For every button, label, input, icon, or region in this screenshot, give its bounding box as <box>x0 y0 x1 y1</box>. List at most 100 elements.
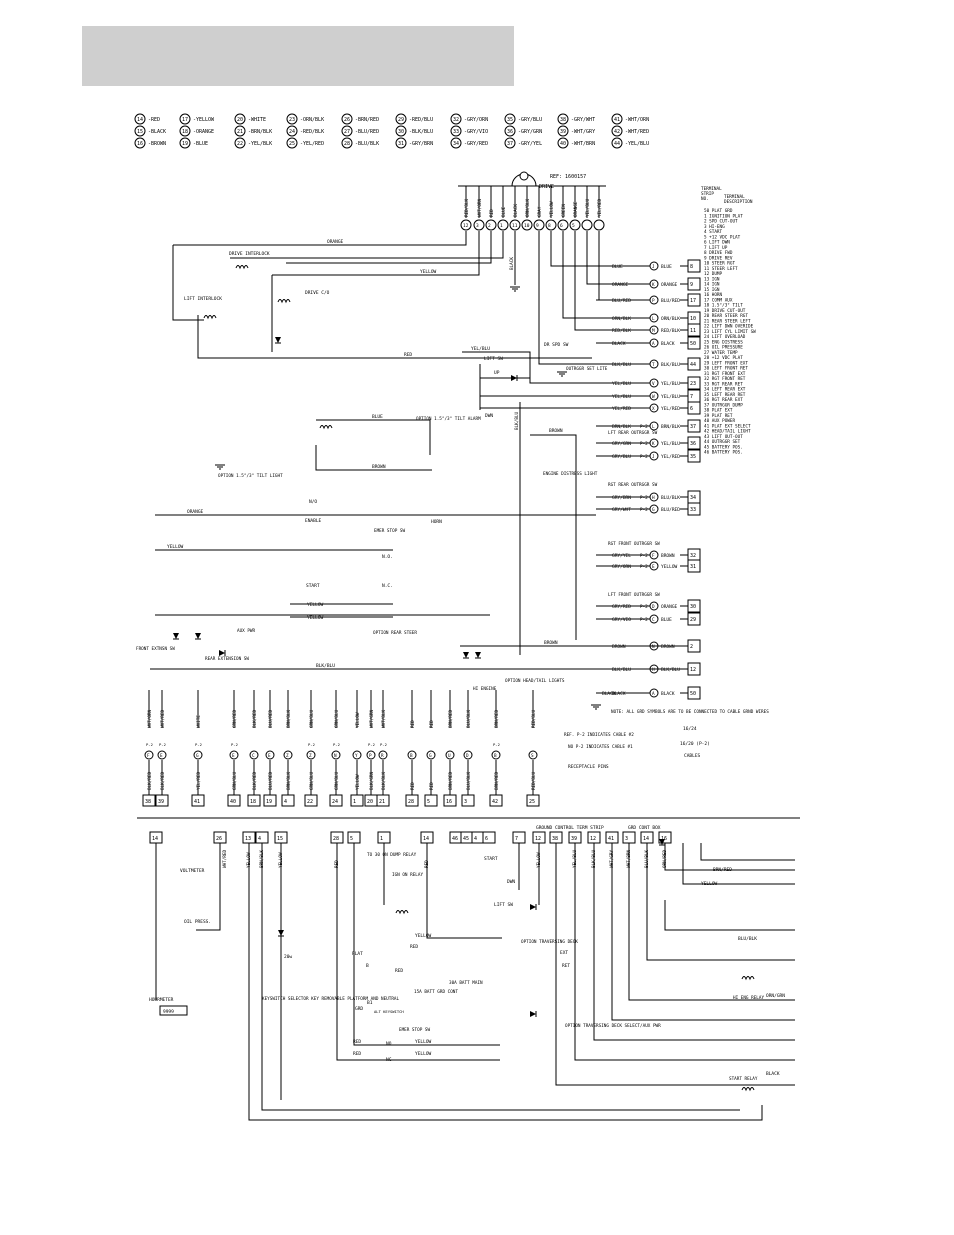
rt-term-number: 17 <box>690 298 696 304</box>
terminal-desc-item: 44 OUTRGGR SET <box>704 439 741 445</box>
drive-pin-wire-label: RED <box>489 209 495 217</box>
cable-p2: P-2 <box>308 742 315 747</box>
relay-coil <box>203 315 217 320</box>
wire-blkblu-label: BLK/BLU <box>316 663 335 669</box>
rt-term-number: 12 <box>690 667 696 673</box>
legend-color-name: -WHITE <box>248 117 266 123</box>
cable-wire2-label: BLK/BLK <box>381 771 387 790</box>
rt-wire-right: YEL/RED <box>661 406 680 412</box>
engine-distress-label: ENGINE DISTRESS LIGHT <box>543 471 598 477</box>
yellow-wire <box>272 231 480 276</box>
dwn-label: DWN <box>507 879 515 885</box>
relay-coil <box>235 265 249 270</box>
rgt-rear-outrgr-label: RGT REAR OUTRGGR SW <box>608 482 658 488</box>
terminal-desc-item: 19 DRIVE CUT-OUT <box>704 308 746 314</box>
legend-color-name: -GRY/VIO <box>464 129 488 135</box>
cable-term-number: 42 <box>492 799 498 805</box>
rt-wire-left: BLACK <box>612 691 626 697</box>
ref-number: REF: 1600157 <box>550 174 586 180</box>
legend-number: 30 <box>398 129 404 135</box>
lift-sw-label: LIFT SW <box>484 356 503 362</box>
cable-wire2-label: YEL/RED <box>196 771 202 790</box>
enable-label: ENABLE <box>305 518 322 524</box>
start-label: START <box>484 856 498 862</box>
cable-pin-circle <box>407 750 417 760</box>
rt-term-number: 50 <box>690 691 696 697</box>
ret-label: RET <box>562 963 570 969</box>
platform-cable-pins: WHT/ORNP-2FBLK/RED38WHT/REDP-2EBLK/RED39… <box>142 690 540 807</box>
rt-wire-left: YEL/BLU <box>612 381 631 387</box>
terminal-desc-item: 43 LIFT OUT-OUT <box>704 434 743 440</box>
legend-number: 22 <box>237 141 243 147</box>
cable-pin-letter: R <box>381 753 384 759</box>
cable-term-number: 4 <box>284 799 287 805</box>
drive-pin-wire-label: GRAY <box>537 206 543 217</box>
rt-wire-right: ORN/BLK <box>661 316 680 322</box>
terminal-desc-item: 40 AUX POWER <box>704 418 735 424</box>
ground-term-number: 13 <box>245 836 251 842</box>
diode-symbol <box>530 904 536 910</box>
terminal-desc-header: TERMINAL <box>724 194 745 200</box>
rt-wire-left: BLU/RED <box>612 298 631 304</box>
terminal-desc-item: 12 DUMP <box>704 271 723 277</box>
legend-number: 41 <box>614 117 620 123</box>
cable-term-number: 41 <box>194 799 200 805</box>
rt-term-box <box>687 502 701 516</box>
drive-pin-wire-label: BLUE <box>501 206 507 217</box>
n-o-label: N/O <box>309 499 317 505</box>
drive-pin-circle <box>473 219 485 231</box>
wire-yellow-label: YELLOW <box>307 602 324 608</box>
legend-number: 32 <box>453 117 459 123</box>
rt-wire-left: GRY/RED <box>612 604 631 610</box>
legend-color-name: -GRY/BRN <box>409 141 433 147</box>
rt-term-box <box>687 599 701 613</box>
cable-pin-circle <box>306 750 316 760</box>
legend-number-circle <box>611 125 623 137</box>
rt-pin-letter: C <box>652 617 655 623</box>
drive-pin-circle <box>569 219 581 231</box>
rt-wire-left: GRY/VIO <box>612 617 631 623</box>
rt-term-number: 29 <box>690 617 696 623</box>
legend-number: 34 <box>453 141 459 147</box>
cable-term-box <box>376 794 390 807</box>
terminal-header: STRIP <box>701 191 714 197</box>
legend-number: 18 <box>182 129 188 135</box>
drive-pin-circle <box>485 219 497 231</box>
drive-pin-circle <box>509 219 521 231</box>
legend-number: 35 <box>507 117 513 123</box>
hourmeter-display <box>159 1005 188 1016</box>
drive-pin-wire-label: RED/BLK <box>464 198 470 217</box>
ext-label: EXT <box>560 950 568 956</box>
legend-number: 21 <box>237 129 243 135</box>
rt-wire-left: GRY/YEL <box>612 553 631 559</box>
cable-term-number: 18 <box>250 799 256 805</box>
legend-number-circle <box>395 125 407 137</box>
cable-pin-circle <box>445 750 455 760</box>
cable-term-box <box>405 794 419 807</box>
drive-pin-circle <box>521 219 533 231</box>
legend-number-circle <box>341 125 353 137</box>
terminal-desc-item: 10 STEER RGT <box>704 261 735 267</box>
legend-color-name: -BROWN <box>148 141 166 147</box>
rt-pin-letter: K <box>652 282 655 288</box>
legend-number: 20 <box>237 117 243 123</box>
cable-p2: P-2 <box>231 742 238 747</box>
cable-pin-letter: G <box>429 753 432 759</box>
no-label: NO <box>386 1041 392 1047</box>
terminal-desc-item: 35 LEFT REAR RET <box>704 392 746 398</box>
drive-pin-number: 10 <box>524 223 530 229</box>
legend-color-name: -BLUE <box>193 141 208 147</box>
relay-coil <box>741 976 755 981</box>
wire <box>248 843 763 1121</box>
cable-wire-label: GRN/BLU <box>334 709 340 728</box>
drive-label: DRIVE <box>539 184 554 190</box>
cable-term-box <box>443 794 457 807</box>
legend-color-name: -RED/BLU <box>409 117 433 123</box>
drive-pin-circle <box>545 219 557 231</box>
orange-wire <box>173 231 467 246</box>
legend-color-name: -YEL/BLK <box>248 141 272 147</box>
legend-color-name: -BRN/RED <box>355 117 379 123</box>
rt-pin-letter: V <box>652 381 655 387</box>
cable-pin-letter: B <box>494 753 497 759</box>
wire <box>550 231 596 267</box>
